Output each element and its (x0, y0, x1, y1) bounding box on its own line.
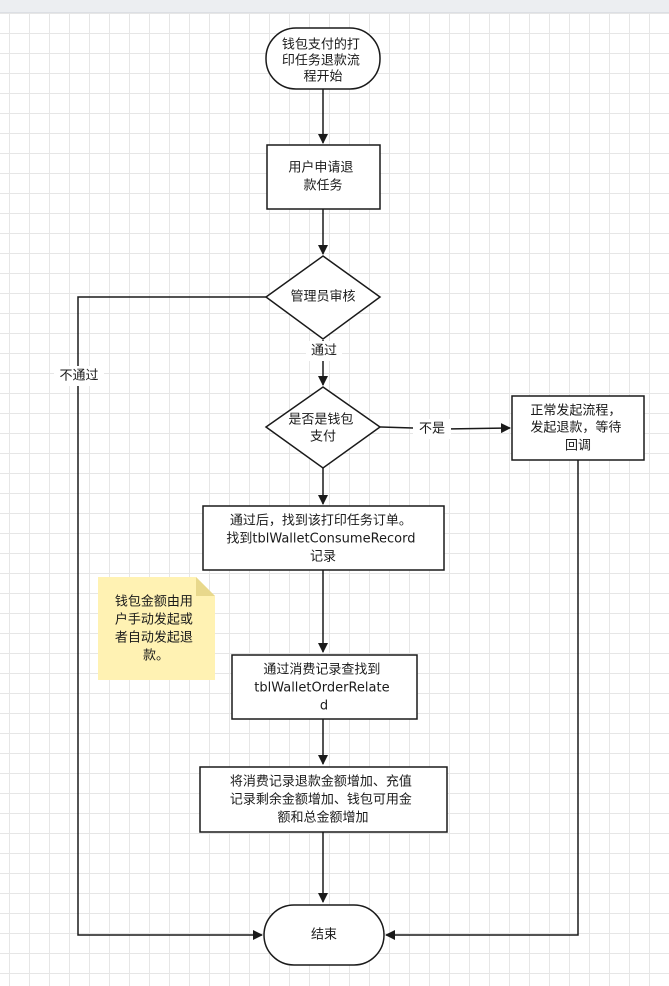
edge-label-pass: 通过 (306, 341, 342, 361)
node-end: 结束 (263, 904, 385, 966)
edge-label-not-wallet: 不是 (413, 419, 451, 439)
node-review: 管理员审核 (264, 255, 382, 340)
svg-text:通过消费记录查找到 tblWalletOrder: 通过消费记录查找到 tblWalletOrderRelate d (254, 659, 393, 714)
node-start: 钱包支付的打 印任务退款流 程开始 (265, 27, 381, 90)
svg-text:结束: 结束 (311, 928, 337, 943)
svg-text:管理员审核: 管理员审核 (290, 290, 355, 305)
svg-text:正常发起流程， 发起退款，等待 回调: 正常发起流程， 发起退款，等待 回调 (530, 400, 625, 454)
node-find-relate: 通过消费记录查找到 tblWalletOrderRelate d (231, 654, 418, 720)
node-update: 将消费记录退款金额增加、充值 记录剩余金额增加、钱包可用金 额和总金额增加 (199, 766, 448, 833)
node-normal: 正常发起流程， 发起退款，等待 回调 (511, 395, 645, 461)
svg-text:是否是钱包 支付: 是否是钱包 支付 (288, 409, 357, 445)
edge-review-reject-to-end (77, 296, 266, 940)
svg-text:通过后，找到该打印任务订单。 找到tblWall: 通过后，找到该打印任务订单。 找到tblWalletConsumeRecord … (226, 510, 419, 565)
window-top-bar (0, 0, 669, 13)
edges (77, 89, 579, 940)
svg-text:用户申请退 款任务: 用户申请退 款任务 (288, 157, 357, 194)
node-is-wallet: 是否是钱包 支付 (264, 386, 382, 469)
edge-label-reject: 不通过 (54, 366, 104, 386)
edge-normal-to-end (385, 460, 579, 940)
svg-text:将消费记录退款金额增加、充值 记录剩余金额增加、: 将消费记录退款金额增加、充值 记录剩余金额增加、钱包可用金 额和总金额增加 (230, 771, 416, 826)
node-apply: 用户申请退 款任务 (266, 144, 381, 210)
svg-text:钱包支付的打 印任务退款流 程开始: 钱包支付的打 印任务退款流 程开始 (282, 34, 364, 85)
svg-text:通过: 通过 (311, 344, 337, 359)
node-find-order: 通过后，找到该打印任务订单。 找到tblWalletConsumeRecord … (202, 505, 445, 571)
svg-text:不通过: 不通过 (59, 369, 98, 384)
svg-text:不是: 不是 (419, 422, 445, 437)
sticky-note: 钱包金额由用 户手动发起或 者自动发起退 款。 (98, 577, 215, 680)
svg-text:钱包金额由用 户手动发起或 者自动发: 钱包金额由用 户手动发起或 者自动发起退 款。 (115, 591, 197, 664)
